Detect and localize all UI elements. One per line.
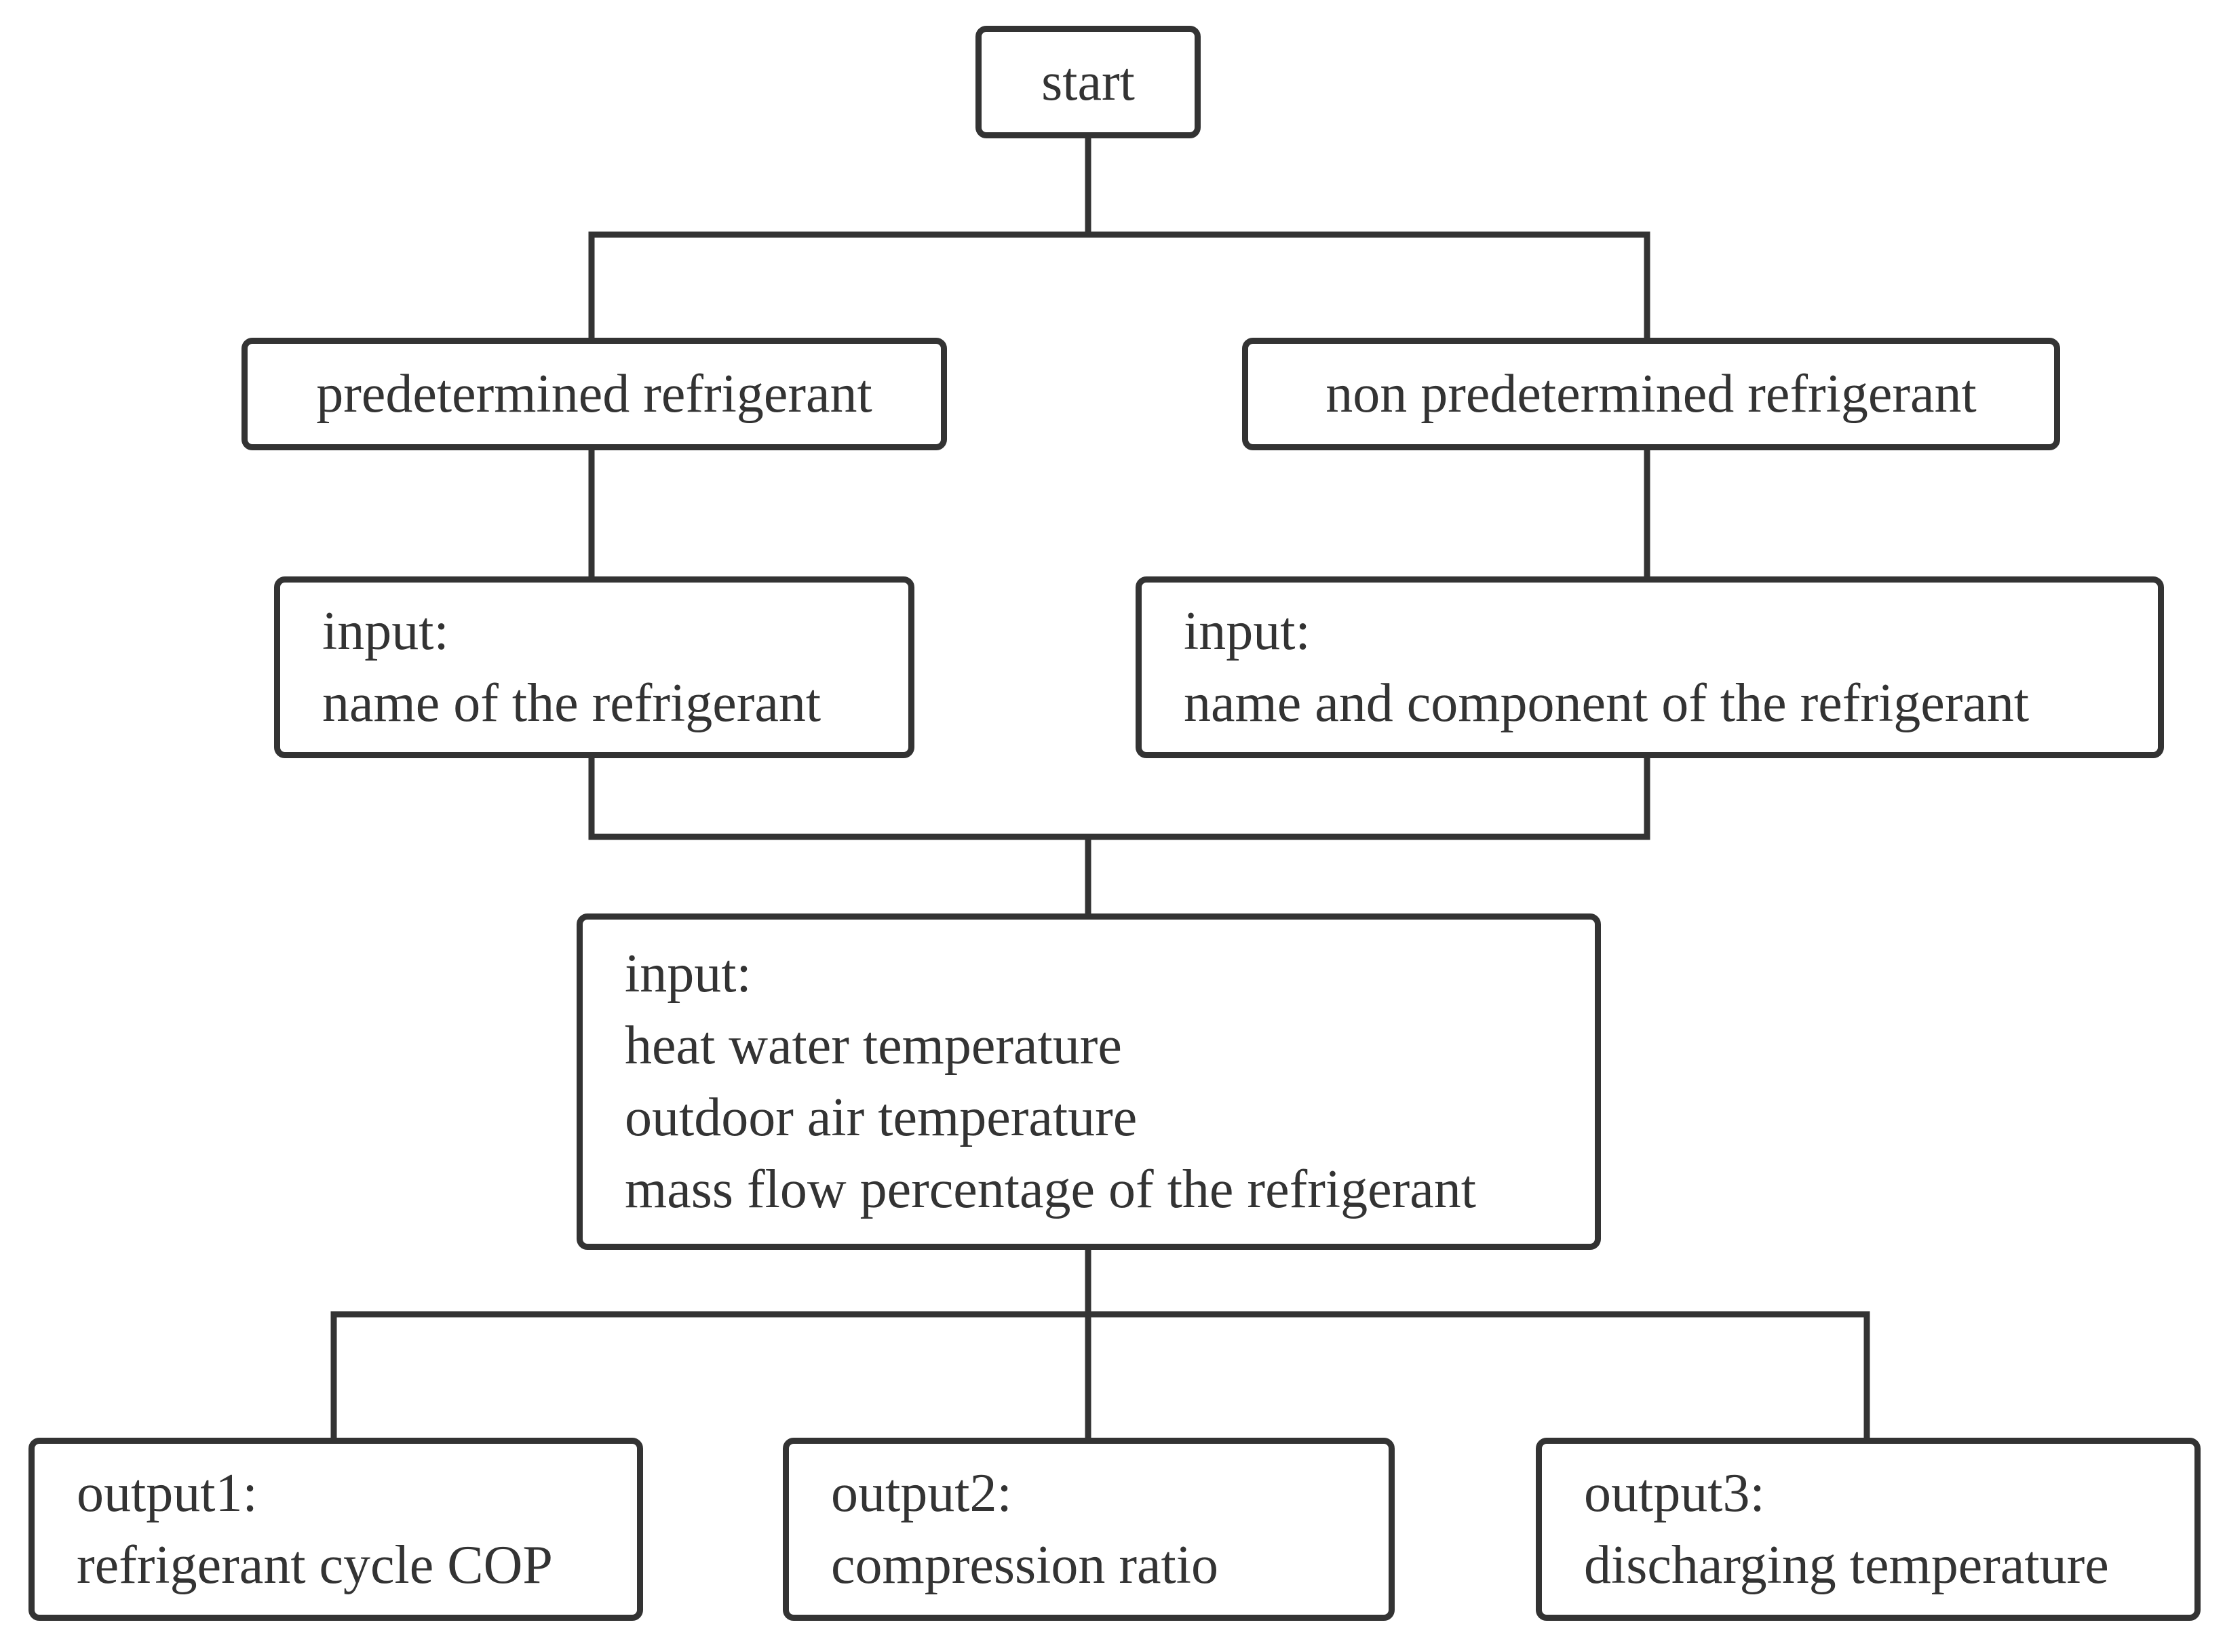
- output-title: output2:: [831, 1463, 1012, 1523]
- non-predetermined-refrigerant-node: non predetermined refrigerant: [1242, 338, 2060, 450]
- output3-node: output3: discharging temperature: [1536, 1438, 2201, 1621]
- output-title: output1:: [77, 1463, 258, 1523]
- input-text: name of the refrigerant: [322, 673, 821, 733]
- input-refrigerant-component-node: input: name and component of the refrige…: [1136, 576, 2164, 758]
- output2-node: output2: compression ratio: [783, 1438, 1395, 1621]
- input-line-mass-flow: mass flow percentage of the refrigerant: [625, 1160, 1476, 1219]
- output1-node: output1: refrigerant cycle COP: [28, 1438, 643, 1621]
- output-text: compression ratio: [831, 1535, 1218, 1595]
- input-title: input:: [322, 602, 449, 661]
- input-refrigerant-name-node: input: name of the refrigerant: [274, 576, 914, 758]
- predetermined-refrigerant-label: predetermined refrigerant: [316, 364, 872, 424]
- output-text: refrigerant cycle COP: [77, 1535, 553, 1595]
- common-input-node: input: heat water temperature outdoor ai…: [577, 913, 1601, 1250]
- start-node: start: [975, 26, 1201, 138]
- output-title: output3:: [1584, 1463, 1765, 1523]
- input-title: input:: [1184, 602, 1311, 661]
- input-text: name and component of the refrigerant: [1184, 673, 2030, 733]
- input-title: input:: [625, 944, 752, 1004]
- predetermined-refrigerant-node: predetermined refrigerant: [241, 338, 947, 450]
- output-text: discharging temperature: [1584, 1535, 2109, 1595]
- start-label: start: [1041, 52, 1135, 112]
- input-line-outdoor-air: outdoor air temperature: [625, 1088, 1138, 1147]
- input-line-heat-water: heat water temperature: [625, 1016, 1122, 1076]
- non-predetermined-refrigerant-label: non predetermined refrigerant: [1326, 364, 1977, 424]
